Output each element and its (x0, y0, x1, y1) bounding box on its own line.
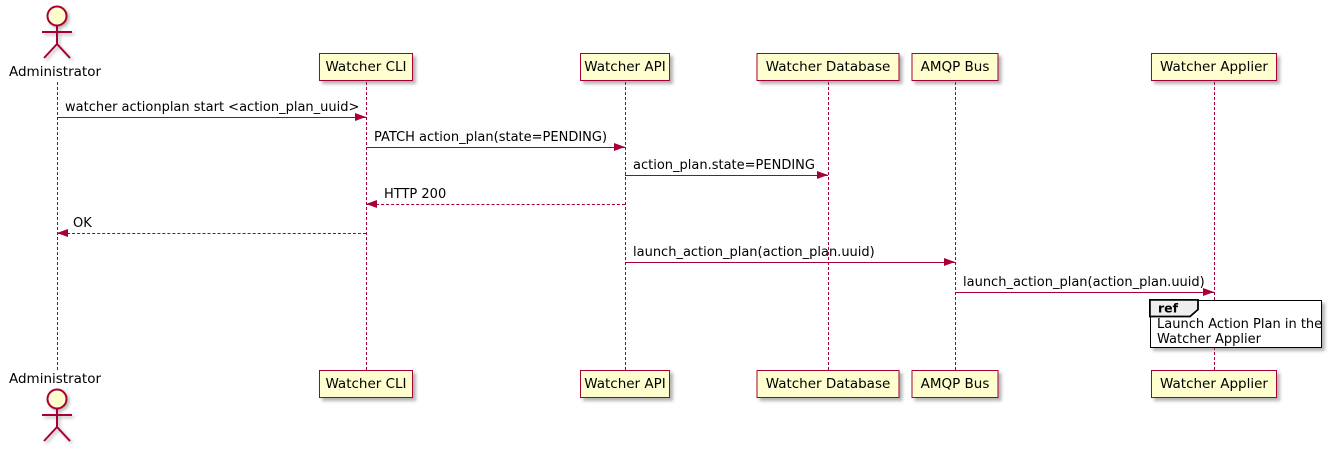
lifeline-amqp-bus (955, 82, 956, 370)
arrowhead-right-icon (944, 257, 955, 266)
ref-tab: ref (1149, 299, 1200, 318)
arrowhead-left-icon (366, 199, 377, 208)
lifeline-watcher-database (828, 82, 829, 370)
message-label: PATCH action_plan(state=PENDING) (374, 130, 608, 145)
participant-amqp-bus-bottom: AMQP Bus (911, 370, 999, 398)
participant-administrator-bottom: Administrator (8, 371, 102, 387)
message-line (625, 175, 828, 176)
participant-watcher-cli-bottom: Watcher CLI (319, 370, 413, 398)
message-line (625, 262, 955, 263)
message-line (57, 117, 366, 118)
message-line (955, 292, 1214, 293)
lifeline-administrator (57, 82, 58, 370)
message-label: action_plan.state=PENDING (633, 158, 815, 173)
ref-text-line: Launch Action Plan in the (1157, 317, 1323, 332)
participant-watcher-applier-bottom: Watcher Applier (1151, 370, 1277, 398)
lifeline-watcher-cli (366, 82, 367, 370)
ref-text: Launch Action Plan in the Watcher Applie… (1157, 317, 1322, 347)
lifeline-watcher-applier (1214, 82, 1215, 370)
ref-fragment: ref Launch Action Plan in the Watcher Ap… (1149, 299, 1322, 348)
arrowhead-right-icon (1203, 287, 1214, 296)
participant-amqp-bus-top: AMQP Bus (911, 53, 999, 81)
message-label: OK (73, 216, 92, 231)
participant-watcher-database-top: Watcher Database (756, 53, 900, 81)
participant-watcher-cli-top: Watcher CLI (319, 53, 413, 81)
message-line (366, 204, 625, 205)
participant-administrator-top: Administrator (8, 64, 102, 80)
arrowhead-right-icon (614, 142, 625, 151)
message-label: launch_action_plan(action_plan.uuid) (633, 245, 875, 260)
participant-watcher-api-top: Watcher API (580, 53, 670, 81)
message-label: launch_action_plan(action_plan.uuid) (963, 275, 1205, 290)
message-line (366, 147, 625, 148)
message-label: watcher actionplan start <action_plan_uu… (65, 100, 360, 115)
actor-icon (42, 5, 72, 59)
message-label: HTTP 200 (384, 187, 447, 202)
actor-icon (42, 388, 72, 442)
participant-watcher-database-bottom: Watcher Database (756, 370, 900, 398)
lifeline-watcher-api (625, 82, 626, 370)
arrowhead-right-icon (355, 112, 366, 121)
arrowhead-right-icon (817, 170, 828, 179)
message-line (57, 233, 366, 234)
participant-watcher-api-bottom: Watcher API (580, 370, 670, 398)
arrowhead-left-icon (57, 228, 68, 237)
participant-watcher-applier-top: Watcher Applier (1151, 53, 1277, 81)
ref-text-line: Watcher Applier (1157, 332, 1261, 347)
ref-keyword: ref (1158, 301, 1179, 316)
